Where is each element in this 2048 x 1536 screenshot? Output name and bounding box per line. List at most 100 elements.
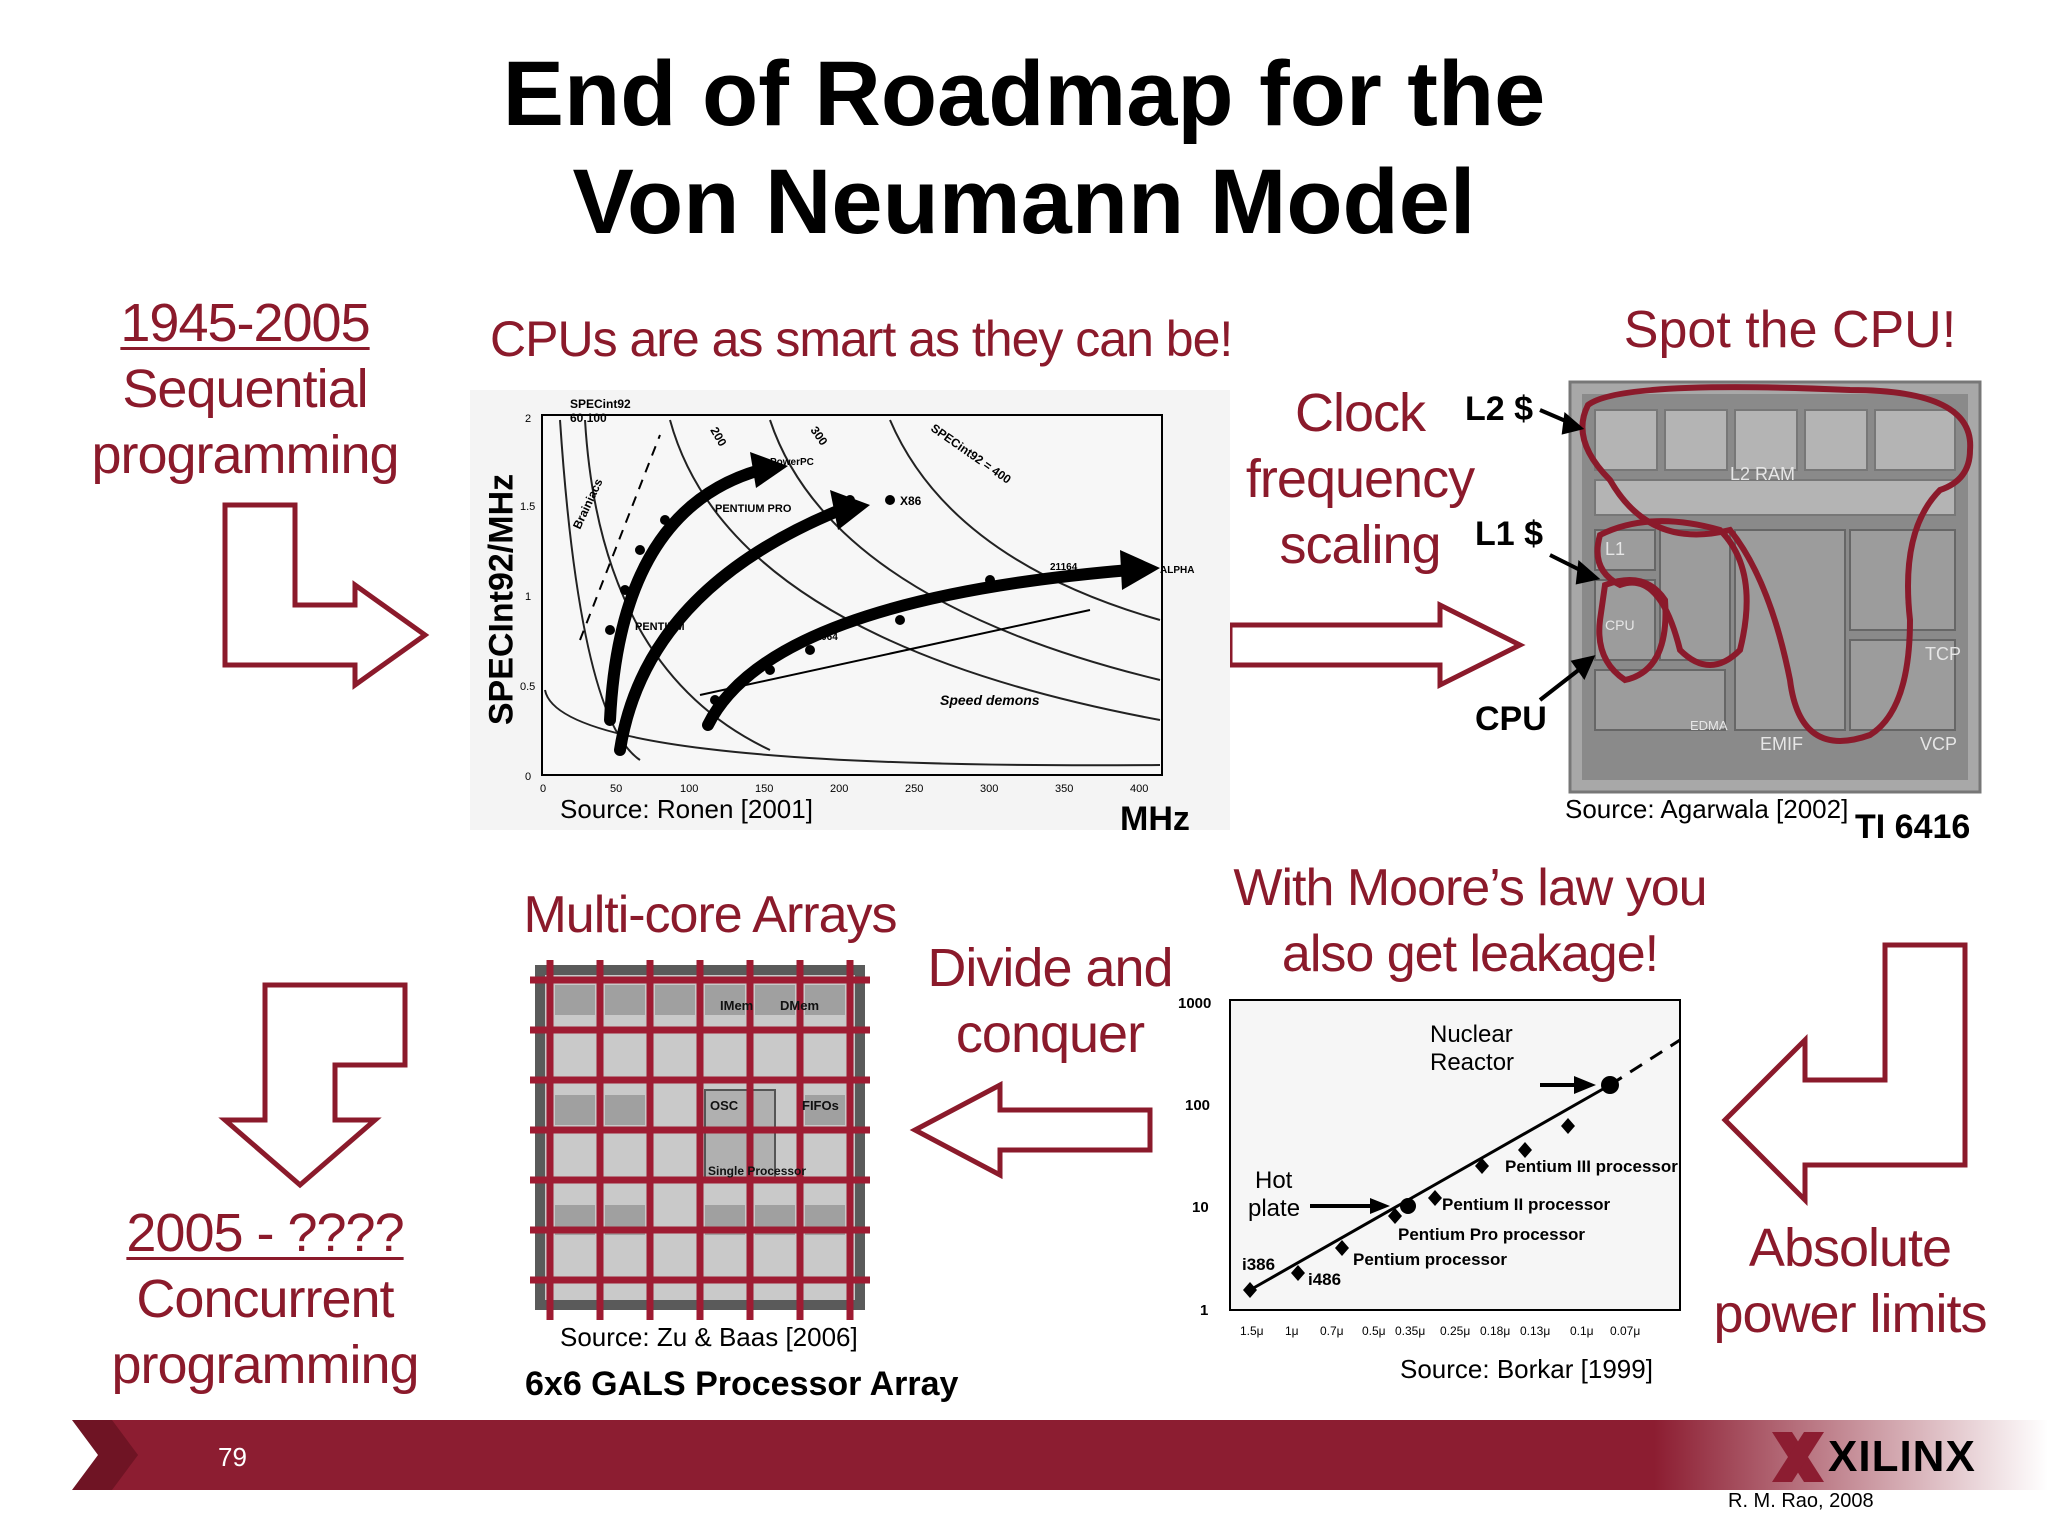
leakage-chart: 1000 100 10 1 1.5μ 1μ 0.7μ 0.5μ 0.35μ 0.… — [1178, 995, 1681, 1338]
i386-label: i386 — [1242, 1255, 1275, 1274]
clock-scaling-arrow — [1227, 600, 1526, 690]
nuclear-label: Nuclear — [1430, 1021, 1513, 1048]
iso-label-60-100: 60 100 — [570, 411, 607, 425]
iso-curve-100 — [584, 419, 771, 751]
divide-conquer-label: Divide and conquer — [910, 935, 1190, 1067]
y-tick-0: 0 — [525, 771, 531, 783]
plate-label: plate — [1248, 1195, 1300, 1222]
leak-y-10: 10 — [1192, 1199, 1209, 1216]
divide-line1: Divide and — [927, 938, 1173, 998]
leakage-projection-line — [1609, 1038, 1681, 1087]
cpu-highlight — [1596, 577, 1669, 684]
die-label-l2ram: L2 RAM — [1730, 464, 1795, 484]
chip-panel-heading: Spot the CPU! — [1623, 301, 1957, 359]
era-2005-line2: programming — [111, 1335, 419, 1395]
x-tick-400: 400 — [1130, 783, 1148, 795]
pentium2-label: Pentium II processor — [1442, 1195, 1611, 1214]
leak-x-1: 1μ — [1285, 1324, 1299, 1338]
clock-line3: scaling — [1279, 515, 1441, 575]
x-tick-300: 300 — [980, 783, 998, 795]
cpu-chart-frame — [541, 414, 1163, 776]
era-1945-line1: Sequential — [122, 359, 368, 419]
power-limits-arrow — [1721, 942, 1968, 1207]
hot-plate-arrowhead — [1370, 1198, 1390, 1214]
author-credit: R. M. Rao, 2008 — [1728, 1490, 1874, 1512]
cpu-chart-xlabel: MHz — [1120, 800, 1190, 838]
speed-demons-line — [699, 609, 1091, 696]
l2-ram-blocks — [1594, 409, 1956, 516]
iso-curve-400 — [889, 419, 1161, 621]
dmem-label: DMem — [780, 998, 819, 1013]
sequential-to-cpu-arrow — [222, 502, 430, 690]
single-processor-label: Single Processor — [708, 1164, 806, 1178]
clock-line2: frequency — [1245, 449, 1475, 509]
x-tick-0: 0 — [540, 783, 546, 795]
leakage-source: Source: Borkar [1999] — [1400, 1354, 1653, 1384]
xilinx-brand: XILINX — [1828, 1432, 1976, 1481]
speed-demons-label: Speed demons — [940, 692, 1040, 708]
pentium-point-label: Pentium processor — [1353, 1250, 1507, 1269]
21164-label: 21164 — [1050, 562, 1078, 573]
leak-x-0.7: 0.7μ — [1320, 1324, 1344, 1338]
die-label-emif: EMIF — [1760, 734, 1803, 754]
alpha-trend-arrow — [702, 564, 1136, 731]
l2-cache-label: L2 $ — [1465, 390, 1534, 428]
clock-scaling-label: Clock frequency scaling — [1240, 380, 1480, 578]
leak-y-1: 1 — [1200, 1302, 1208, 1319]
core-grid — [530, 960, 870, 1320]
iso-curve-200 — [669, 419, 1161, 721]
die-label-cpu: CPU — [1605, 617, 1635, 633]
power-limits-label: Absolute power limits — [1700, 1215, 2000, 1347]
cpu-panel-heading: CPUs are as smart as they can be! — [490, 311, 1233, 367]
moore-heading-line1: With Moore’s law you — [1233, 859, 1707, 917]
xilinx-logo-icon — [1772, 1432, 1824, 1482]
power-line1: Absolute — [1748, 1218, 1952, 1278]
leak-y-1000: 1000 — [1178, 995, 1211, 1012]
era-1945-label: 1945-2005 Sequential programming — [90, 290, 400, 488]
title-line-2: Von Neumann Model — [572, 151, 1476, 253]
pentium-pro-label: PENTIUM PRO — [715, 503, 792, 515]
era-2005-line1: Concurrent — [136, 1269, 394, 1329]
x86-label: X86 — [900, 494, 922, 508]
powerpc-trend-arrow — [604, 464, 766, 726]
array-panel-heading: Multi-core Arrays — [523, 886, 897, 944]
cpu-label: CPU — [1475, 700, 1547, 738]
l1-cache-label: L1 $ — [1475, 515, 1544, 553]
die-label-edma: EDMA — [1690, 718, 1728, 733]
fifos-label: FIFOs — [802, 1098, 839, 1113]
cpu-chart-ylabel: SPECInt92/MHz — [482, 473, 521, 726]
reactor-label: Reactor — [1430, 1049, 1514, 1076]
clock-line1: Clock — [1294, 383, 1426, 443]
y-tick-0.5: 0.5 — [520, 681, 535, 693]
cpu-chart-source: Source: Ronen [2001] — [560, 794, 813, 824]
chip-pointer-arrows — [1538, 408, 1601, 702]
leak-x-0.07: 0.07μ — [1610, 1324, 1640, 1338]
die-texture — [555, 985, 845, 1235]
brainiacs-line — [579, 434, 661, 641]
x86-trend-arrow — [614, 504, 846, 756]
alpha-label: ALPHA — [1160, 565, 1194, 576]
page-number: 79 — [218, 1442, 247, 1472]
x-tick-200: 200 — [830, 783, 848, 795]
era-1945-line2: programming — [91, 425, 399, 485]
l2-highlight — [1579, 384, 1974, 744]
ti6416-die: L2 RAM L1 CPU EMIF TCP VCP EDMA — [1568, 380, 1982, 794]
gals-array-die: IMem DMem OSC FIFOs Single Processor — [530, 960, 870, 1320]
iso-curve-300 — [769, 419, 1161, 681]
divide-conquer-arrow — [909, 1080, 1153, 1180]
title-line-1: End of Roadmap for the — [502, 43, 1546, 145]
iso-label-specint: SPECint92 — [570, 397, 631, 411]
cpu-ylabel-box: SPECInt92/MHz — [472, 450, 532, 750]
x-tick-150: 150 — [755, 783, 773, 795]
cpu-performance-chart: 0 50 100 150 200 250 300 350 400 0 0.5 1… — [470, 390, 1230, 830]
x-tick-250: 250 — [905, 783, 923, 795]
cpu-data-points — [605, 495, 1135, 705]
era-2005-label: 2005 - ???? Concurrent programming — [110, 1200, 420, 1398]
leak-x-0.5: 0.5μ — [1362, 1324, 1386, 1338]
era-1945-years: 1945-2005 — [120, 293, 370, 353]
moore-heading: With Moore’s law you also get leakage! — [1230, 855, 1710, 987]
footer-band — [72, 1420, 2048, 1490]
y-tick-2: 2 — [525, 413, 531, 425]
y-tick-1: 1 — [525, 591, 531, 603]
